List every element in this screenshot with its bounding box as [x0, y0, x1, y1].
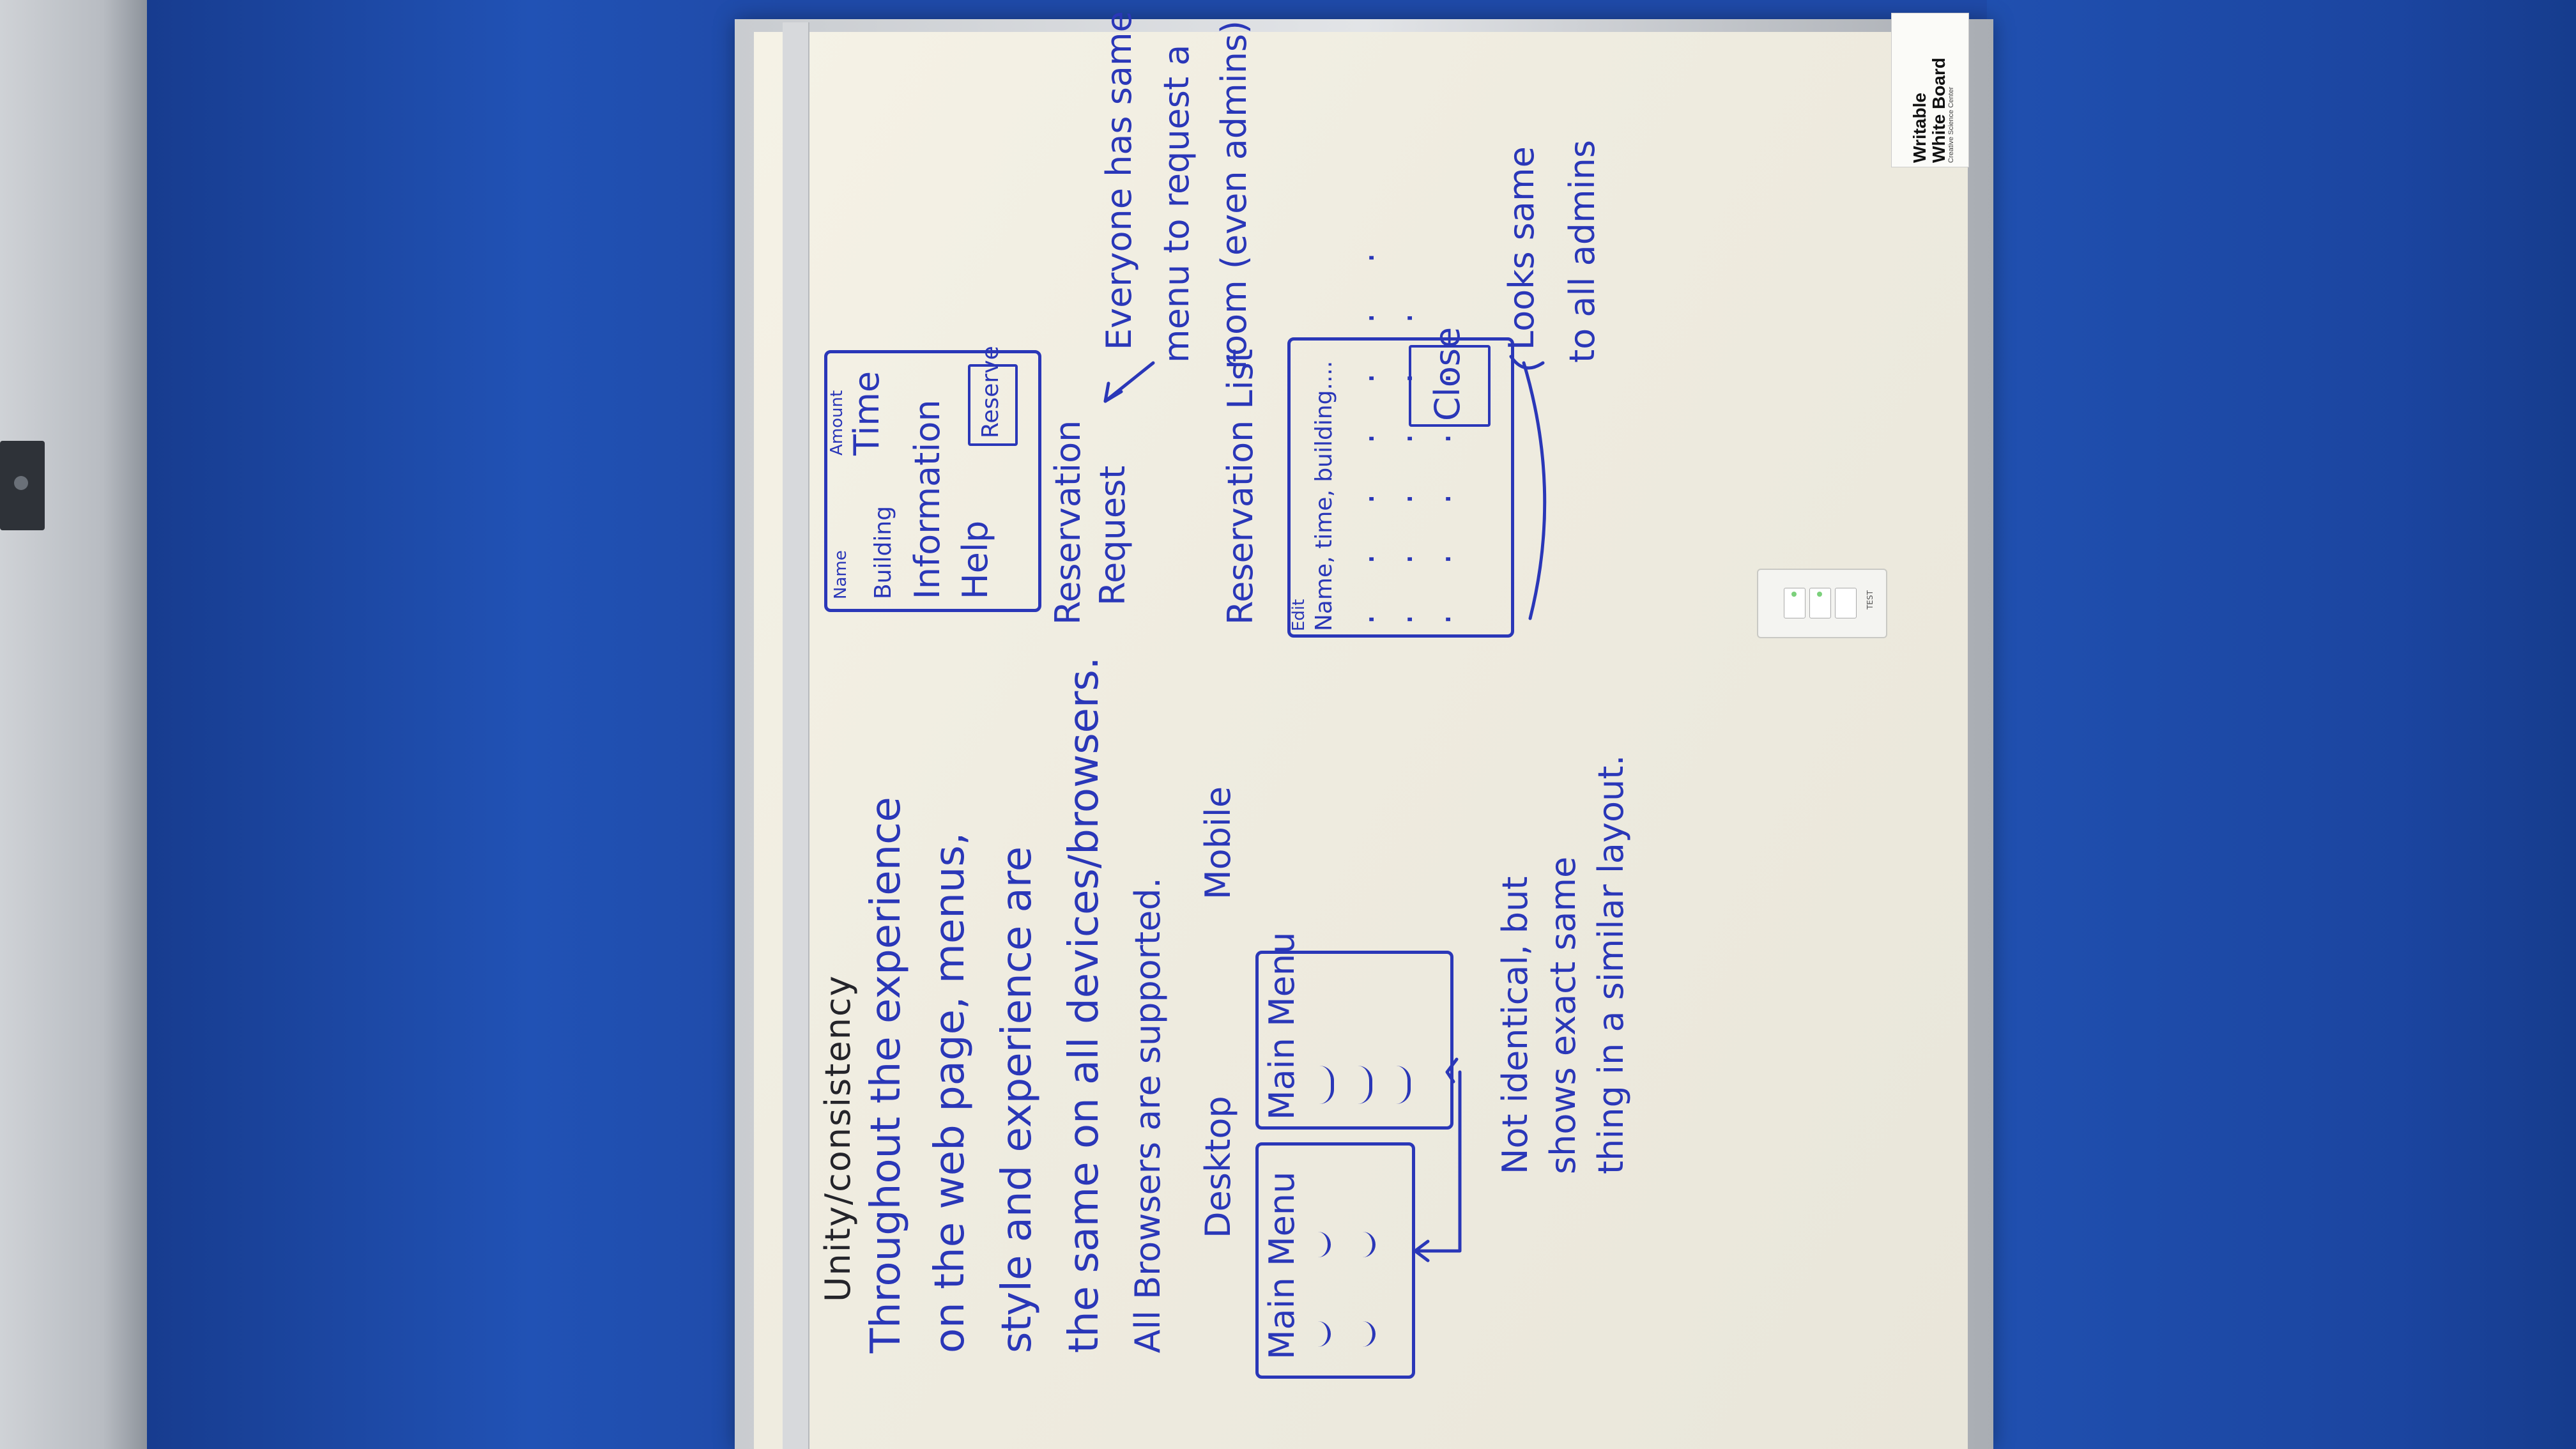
bracket-curl — [1509, 355, 1545, 370]
connector-arrows — [1103, 355, 1547, 1262]
light-switch-plate[interactable]: TEST — [1757, 569, 1887, 638]
status-led — [1791, 592, 1797, 597]
switch-button[interactable] — [1784, 588, 1805, 618]
arrow-head — [1445, 1057, 1459, 1084]
switch-button[interactable] — [1835, 588, 1857, 618]
whiteboard-notes: Unity/consistency Throughout the experie… — [783, 0, 1968, 1449]
wall-outlet-plate — [0, 441, 45, 530]
wall-left — [0, 0, 147, 1449]
list-bracket — [1522, 361, 1547, 620]
wall-blue-right — [1987, 0, 2576, 1449]
wall-blue — [147, 0, 786, 1449]
whiteboard-surface — [754, 32, 1968, 1449]
whiteboard-logo — [1891, 13, 1969, 167]
status-led — [1817, 592, 1822, 597]
marker-tray — [783, 22, 809, 1449]
arrow-head — [1413, 1239, 1430, 1262]
desktop-mobile-connector — [1416, 1070, 1462, 1253]
arrow-head — [1103, 381, 1123, 403]
